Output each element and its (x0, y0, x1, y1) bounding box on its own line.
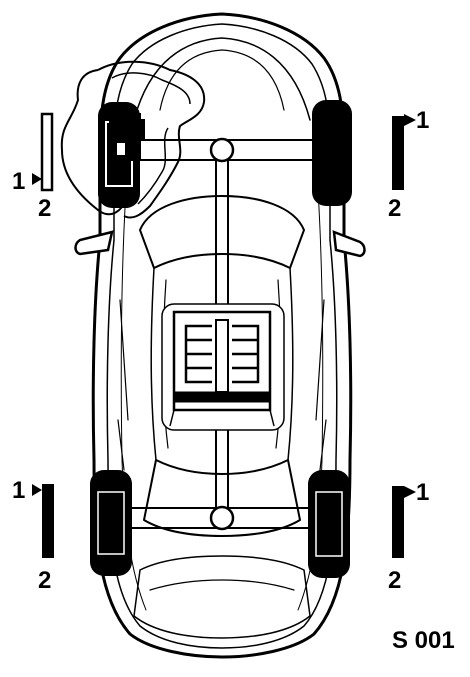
bracket-front-right (392, 116, 404, 190)
wheel-rear-right-rim (315, 491, 343, 557)
module-rail-left (169, 409, 175, 427)
label-2-front-left: 2 (38, 195, 51, 222)
trunk-inner (149, 579, 295, 591)
label-2-front-right: 2 (388, 195, 401, 222)
figure-reference: S 001 (392, 627, 455, 654)
trunk (133, 555, 311, 639)
wheel-rear-left (90, 470, 132, 576)
windshield (139, 195, 305, 269)
bracket-rear-left (42, 484, 54, 558)
arrow-front-right (404, 114, 416, 126)
bracket-rear-right (392, 486, 404, 558)
side-line-left (120, 159, 147, 611)
rear-window (143, 459, 301, 537)
callout-labels: 1 2 1 2 1 2 1 2 (12, 107, 429, 594)
label-1-rear-right: 1 (416, 479, 429, 506)
mirror-right (332, 230, 366, 258)
label-1-front-left: 1 (12, 168, 25, 195)
door-line-left (117, 299, 129, 471)
module-comb-right (232, 324, 260, 384)
module-spine (215, 319, 229, 393)
wiring-trace (60, 60, 206, 219)
hood-crease-left (159, 49, 223, 111)
mirror-left (74, 230, 114, 256)
mirrors (74, 230, 366, 258)
control-unit-tab (135, 119, 145, 139)
label-1-front-right: 1 (416, 107, 429, 134)
label-2-rear-left: 2 (38, 567, 51, 594)
wiring-trace-inner (111, 72, 191, 105)
bracket-front-left (40, 112, 54, 192)
door-line-right (315, 299, 327, 471)
module-comb-left (184, 324, 212, 384)
front-control-unit (109, 113, 145, 161)
arrow-front-left (32, 173, 42, 185)
wheel-rear-right (308, 470, 350, 578)
central-module-base (173, 391, 271, 403)
wheel-front-right (312, 100, 352, 206)
wheel-rear-left-rim (97, 491, 125, 555)
roof (150, 267, 294, 461)
arrow-rear-left (32, 484, 42, 496)
arrow-rear-right (404, 486, 416, 498)
control-unit-connector (115, 141, 127, 157)
position-markers (32, 112, 416, 558)
front-axle-joint (209, 137, 235, 163)
hood-crease-right (221, 49, 285, 111)
module-rail-right (269, 409, 275, 427)
central-module (161, 303, 285, 431)
rear-axle-joint (209, 505, 235, 531)
label-2-rear-right: 2 (388, 567, 401, 594)
label-1-rear-left: 1 (12, 477, 25, 504)
